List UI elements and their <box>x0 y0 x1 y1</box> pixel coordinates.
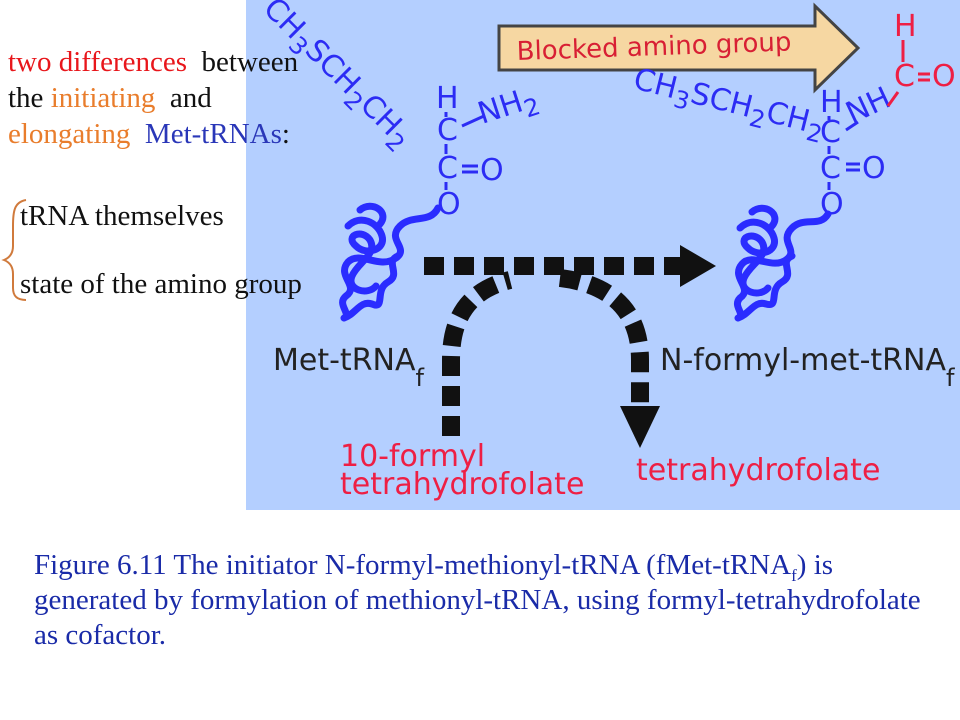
right-c-atom: C <box>820 115 841 150</box>
caption-subscript: f <box>791 565 797 585</box>
cofactor-in-curve <box>442 271 513 436</box>
intro-part-met-trnas: Met-tRNAs <box>130 118 282 150</box>
left-trna-icon <box>339 202 442 322</box>
intro-text: two differences between the initiating an… <box>8 44 388 152</box>
intro-part-two-differences: two differences <box>8 46 188 78</box>
left-ester-o: O <box>437 187 461 222</box>
met-trna-f-label: Met-tRNAf <box>273 343 425 392</box>
figure-caption: Figure 6.11 The initiator N-formyl-methi… <box>34 548 924 653</box>
intro-part-the: the <box>8 82 51 114</box>
intro-part-initiating: initiating <box>50 82 156 114</box>
intro-part-and: and <box>155 82 212 114</box>
formyl-h-atom: H <box>894 9 917 44</box>
points-brace <box>1 199 27 301</box>
left-c-atom: C <box>437 113 458 148</box>
caption-text-start: Figure 6.11 The initiator N-formyl-methi… <box>34 549 792 581</box>
caption-text-end: ) is generated by formylation of methion… <box>34 549 921 651</box>
n-formyl-met-trna-f-label: N-formyl-met-tRNAf <box>660 343 955 392</box>
intro-part-elongating: elongating <box>8 118 131 150</box>
left-carbonyl-c: C <box>437 151 458 186</box>
left-carbonyl-o: O <box>480 153 504 188</box>
blocked-amino-group-arrow: Blocked amino group <box>497 2 861 94</box>
point-amino-group-state: state of the amino group <box>20 268 302 300</box>
cofactor-in-label-1: 10-formyl <box>340 439 485 474</box>
right-trna-icon <box>733 204 832 322</box>
cofactor-out-label: tetrahydrofolate <box>636 453 880 488</box>
right-carbonyl-c: C <box>820 151 841 186</box>
right-h-atom: H <box>820 85 843 120</box>
cofactor-out-arrow <box>558 269 660 448</box>
intro-part-colon: : <box>281 118 290 150</box>
formyl-c-atom: C <box>894 59 915 94</box>
formyl-o-atom: O <box>932 59 956 94</box>
right-carbonyl-o: O <box>862 151 886 186</box>
main-reaction-arrow <box>424 245 716 287</box>
intro-part-between: between <box>187 46 299 78</box>
cofactor-in-label-2: tetrahydrofolate <box>340 467 584 502</box>
formyl-group: H C O <box>886 9 956 107</box>
point-trna-themselves: tRNA themselves <box>20 200 224 232</box>
left-h-atom: H <box>436 81 459 116</box>
